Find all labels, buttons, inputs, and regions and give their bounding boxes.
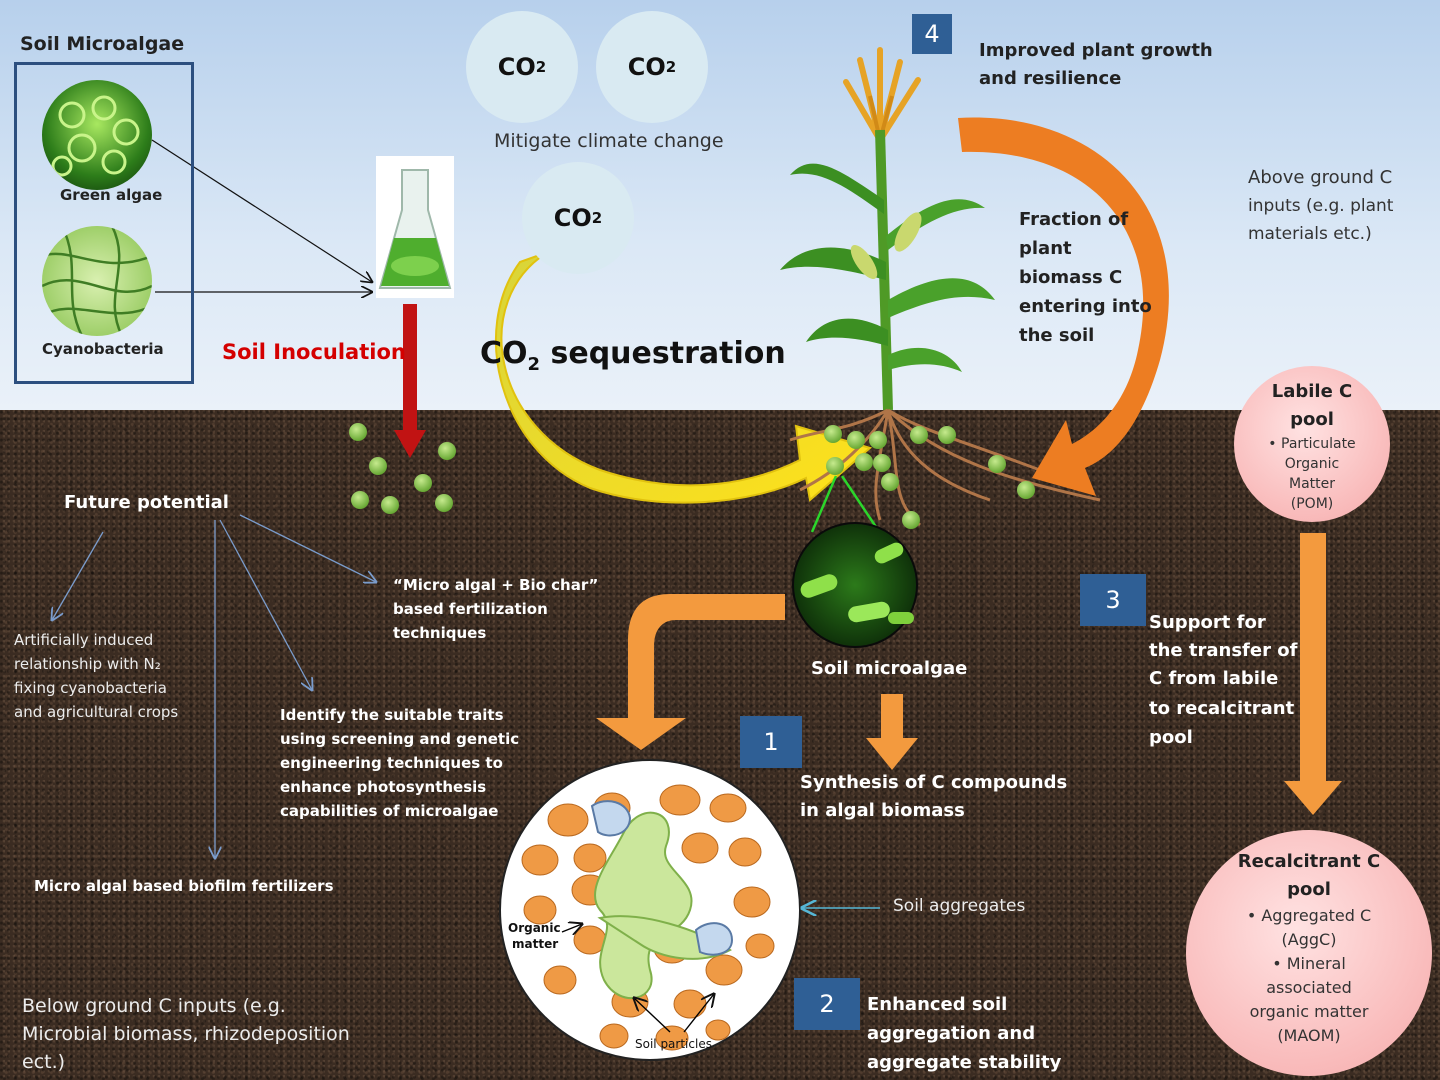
step-3-line-2: the transfer of (1149, 640, 1298, 661)
zoom-lines (810, 475, 880, 533)
biofilm-label: Micro algal based biofilm fertilizers (34, 877, 334, 895)
co2-sequestration-arrow (494, 251, 873, 504)
future-potential-title: Future potential (64, 492, 229, 513)
identify-line-2: using screening and genetic (280, 730, 520, 748)
step-3-line-5: pool (1149, 727, 1193, 748)
below-ground-line-1: Below ground C inputs (e.g. (22, 995, 286, 1017)
labile-to-recalcitrant-arrow (1284, 533, 1342, 815)
step-4-badge: 4 (912, 14, 952, 54)
identify-line-1: Identify the suitable traits (280, 706, 504, 724)
soil-aggregates-label: Soil aggregates (893, 896, 1026, 916)
green-algae-label: Green algae (60, 186, 163, 204)
fraction-line-5: the soil (1019, 325, 1095, 346)
biochar-line-1: “Micro algal + Bio char” (393, 576, 599, 594)
below-ground-line-3: ect.) (22, 1051, 66, 1073)
artificial-line-4: and agricultural crops (14, 703, 179, 721)
step-1-line-1: Synthesis of C compounds (800, 772, 1068, 793)
cyanobacteria-label: Cyanobacteria (42, 340, 164, 358)
step-2-badge: 2 (794, 978, 860, 1030)
microalgae-panel (14, 62, 194, 384)
microalgae-to-synthesis-arrow (866, 694, 918, 770)
step-4-line-2: and resilience (979, 68, 1122, 89)
co2-sequestration-label: CO2 sequestration (480, 336, 786, 375)
fraction-line-2: plant (1019, 238, 1072, 259)
below-ground-line-2: Microbial biomass, rhizodeposition (22, 1023, 350, 1045)
root-algae-dots (824, 425, 1035, 529)
fraction-line-3: biomass C (1019, 267, 1123, 288)
panel-title: Soil Microalgae (20, 33, 185, 55)
artificial-line-2: relationship with N₂ (14, 655, 161, 673)
identify-line-4: enhance photosynthesis (280, 778, 487, 796)
step-1-badge: 1 (740, 716, 802, 768)
step-4-line-1: Improved plant growth (979, 40, 1213, 61)
above-ground-line-3: materials etc.) (1248, 224, 1372, 244)
soil-inoculation-arrow (394, 304, 426, 458)
green-algae-to-flask-arrow (151, 139, 372, 282)
inoculated-algae-dots (349, 423, 456, 514)
mitigate-climate-label: Mitigate climate change (494, 130, 724, 152)
step-3-badge: 3 (1080, 574, 1146, 626)
artificial-line-3: fixing cyanobacteria (14, 679, 167, 697)
soil-aggregate-icon (499, 759, 801, 1061)
green-algae-image-icon (42, 80, 152, 190)
labile-pool: Labile C pool • Particulate Organic Matt… (1234, 366, 1390, 522)
above-ground-line-2: inputs (e.g. plant (1248, 196, 1394, 216)
soil-particles-label: Soil particles (635, 1037, 712, 1051)
organic-matter-label-1: Organic (508, 921, 561, 935)
soil-microalgae-cell-icon (792, 522, 918, 648)
fraction-line-1: Fraction of (1019, 209, 1129, 230)
step-3-line-4: to recalcitrant (1149, 698, 1295, 719)
step-1-line-2: in algal biomass (800, 800, 965, 821)
recalcitrant-pool: Recalcitrant C pool • Aggregated C (AggC… (1186, 830, 1432, 1076)
fraction-line-4: entering into (1019, 296, 1152, 317)
above-ground-line-1: Above ground C (1248, 167, 1393, 188)
cyanobacteria-image-icon (42, 226, 152, 336)
step-2-line-2: aggregation and (867, 1023, 1036, 1044)
biochar-line-2: based fertilization (393, 600, 548, 618)
step-2-line-3: aggregate stability (867, 1052, 1062, 1073)
identify-line-3: engineering techniques to (280, 754, 503, 772)
biochar-line-3: techniques (393, 624, 487, 642)
organic-matter-label-2: matter (512, 937, 559, 951)
soil-microalgae-label: Soil microalgae (811, 658, 968, 679)
artificial-line-1: Artificially induced (14, 631, 154, 649)
sky-background (0, 0, 1440, 410)
step-3-line-3: C from labile (1149, 668, 1279, 689)
future-potential-branches (52, 514, 376, 858)
step-3-line-1: Support for (1149, 612, 1266, 633)
identify-line-5: capabilities of microalgae (280, 802, 499, 820)
flask-icon (376, 156, 454, 298)
soil-inoculation-label: Soil Inoculation (222, 340, 406, 364)
plant-carbon-return-arrow (958, 117, 1169, 497)
microalgae-to-aggregate-arrow (596, 594, 785, 750)
step-2-line-1: Enhanced soil (867, 994, 1008, 1015)
